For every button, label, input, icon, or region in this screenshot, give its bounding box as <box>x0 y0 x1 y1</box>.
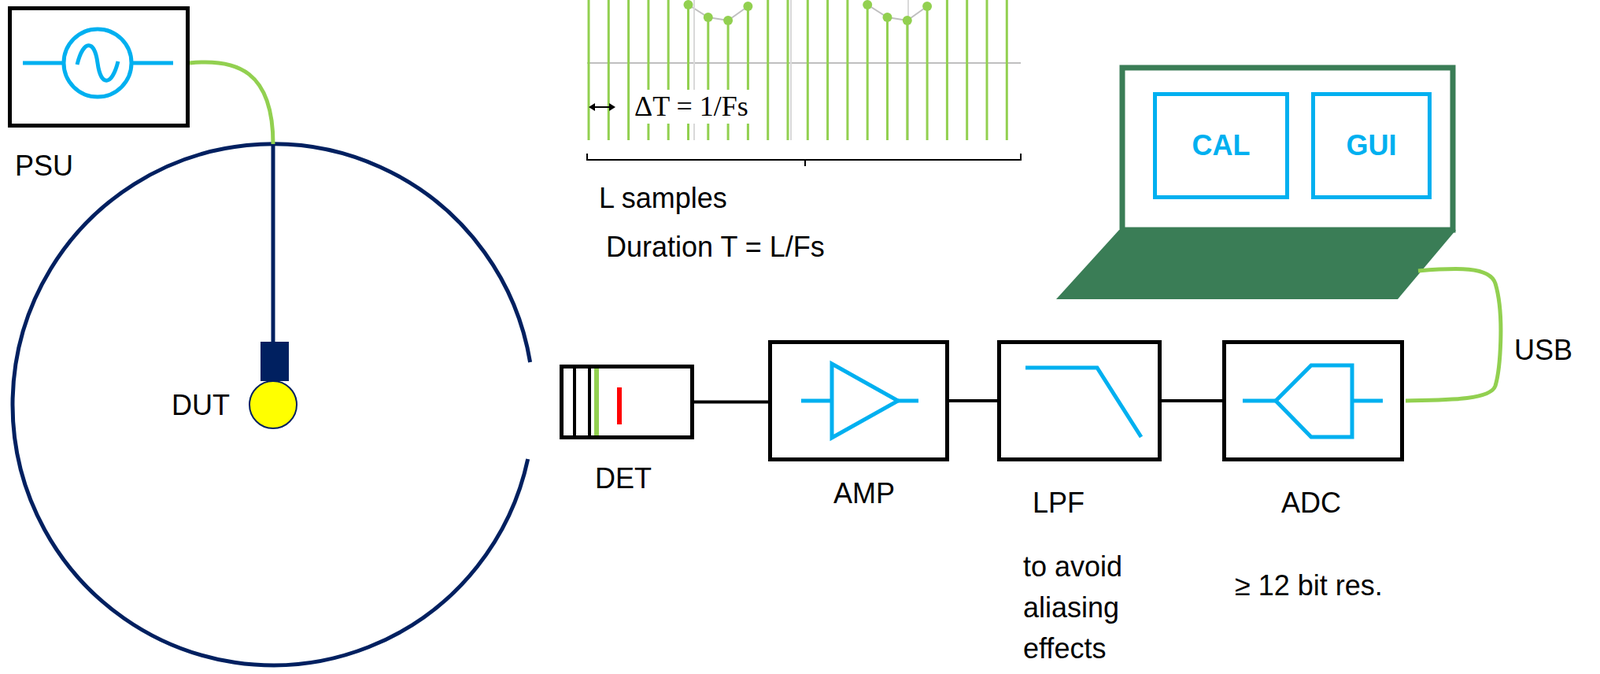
ac-source-symbol <box>22 29 174 97</box>
node-label: LPF <box>1032 487 1085 519</box>
sample-stem <box>806 0 810 141</box>
sample-stem <box>826 0 829 141</box>
adc-symbol <box>1242 365 1383 437</box>
sample-stem <box>886 17 889 141</box>
sample-stem <box>945 0 949 141</box>
adc-box: ADC <box>1222 339 1405 462</box>
wire <box>1161 399 1223 403</box>
power-supply-box: PSU <box>7 6 190 128</box>
sample-stem <box>846 0 849 141</box>
connector <box>694 401 769 403</box>
duration-label: Duration T = L/Fs <box>606 229 825 264</box>
sample-stem <box>787 0 790 141</box>
node-label: DUT <box>171 389 230 422</box>
filter-note: to avoid aliasing effects <box>1023 546 1189 669</box>
sample-stem <box>587 0 591 141</box>
node-label: AMP <box>833 477 895 510</box>
sample-stem <box>986 0 989 141</box>
sample-stem <box>607 0 610 141</box>
software-box: GUI <box>1311 92 1432 200</box>
signal-envelope <box>688 4 749 21</box>
amplifier-symbol <box>801 363 919 438</box>
integrating-sphere <box>12 144 531 666</box>
sample-stem <box>926 6 929 141</box>
resolution-note: ≥ 12 bit res. <box>1234 568 1383 603</box>
detector-box: DET <box>559 364 695 440</box>
amplifier-box: AMP <box>768 339 950 462</box>
lowpass-symbol <box>1025 367 1142 437</box>
filter-box: LPF <box>997 339 1162 462</box>
node-label: PSU <box>14 150 74 182</box>
connector <box>949 400 998 402</box>
wire <box>694 400 769 404</box>
node-label: ADC <box>1281 487 1342 519</box>
laptop <box>1056 67 1456 300</box>
dut-lamp: DUT <box>248 380 298 429</box>
detector-symbol <box>574 364 620 440</box>
sampled-signal <box>587 0 1021 141</box>
sample-stem <box>627 0 630 141</box>
signal-envelope <box>867 4 928 21</box>
wire <box>189 62 274 145</box>
usb-cable <box>1405 268 1501 401</box>
sample-interval-label: ΔT = 1/Fs <box>631 89 752 124</box>
sample-stem <box>866 4 869 141</box>
sample-stem <box>1005 0 1009 141</box>
software-box: CAL <box>1152 92 1290 200</box>
node-text: GUI <box>1345 129 1397 163</box>
sample-interval-arrow <box>588 103 616 111</box>
connector <box>1161 400 1223 402</box>
wire <box>949 399 998 403</box>
sample-count-label: L samples <box>598 181 728 215</box>
duration-bracket <box>587 153 1021 167</box>
connector <box>189 62 274 381</box>
sample-stem <box>965 0 969 141</box>
usb-label: USB <box>1514 332 1573 367</box>
node-label: DET <box>594 462 652 495</box>
node-text: CAL <box>1192 129 1251 163</box>
wire <box>271 144 276 381</box>
sample-stem <box>905 20 909 141</box>
sample-stem <box>766 0 769 141</box>
